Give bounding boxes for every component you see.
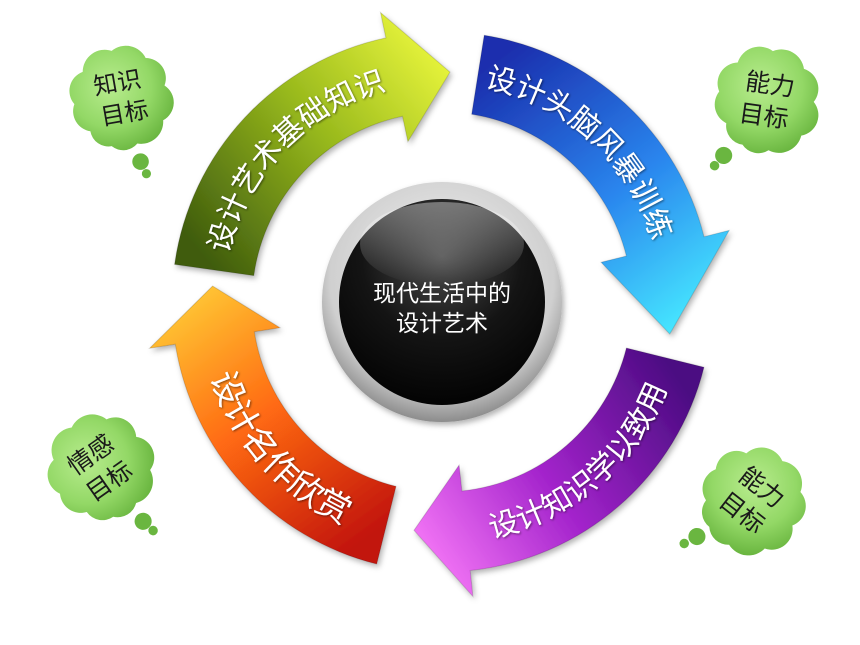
cloud-knowledge-goal-tail-dot (141, 169, 152, 179)
cloud-emotion-goal-tail-dot (148, 525, 158, 536)
cloud-ability-goal-top-tail-dot (709, 160, 720, 171)
arrow-design-art-basics-shape (174, 11, 451, 277)
cloud-emotion-goal: 情感 目标 (47, 414, 158, 536)
cloud-ability-goal-bottom-tail-bubble (688, 527, 706, 546)
arrow-brainstorm-training-shape (471, 34, 731, 335)
cloud-ability-goal-bottom-shape (701, 447, 806, 556)
center-title-line1: 现代生活中的 (373, 281, 511, 307)
center-gloss (360, 202, 524, 286)
cloud-knowledge-goal-shape (69, 45, 174, 151)
center-title-line2: 设计艺术 (396, 311, 488, 337)
cloud-ability-goal-bottom: 能力 目标 (679, 447, 806, 556)
cloud-ability-goal-top-shape (714, 46, 819, 154)
cloud-ability-goal-top-line2: 目标 (737, 98, 790, 134)
cloud-ability-goal-top: 能力 目标 (709, 46, 819, 171)
cloud-ability-goal-bottom-tail-dot (679, 538, 689, 549)
cloud-emotion-goal-tail-bubble (134, 512, 152, 530)
center-hub: 现代生活中的 设计艺术 (322, 182, 562, 422)
cloud-knowledge-goal-tail-bubble (132, 153, 149, 170)
cloud-emotion-goal-shape (47, 414, 155, 521)
cloud-ability-goal-top-line1: 能力 (744, 67, 797, 103)
cloud-knowledge-goal: 知识 目标 (69, 45, 174, 179)
cloud-ability-goal-top-tail-bubble (715, 146, 733, 164)
arrow-masterpiece-appreciation-shape (148, 285, 397, 565)
arrow-apply-knowledge-shape (413, 347, 705, 598)
